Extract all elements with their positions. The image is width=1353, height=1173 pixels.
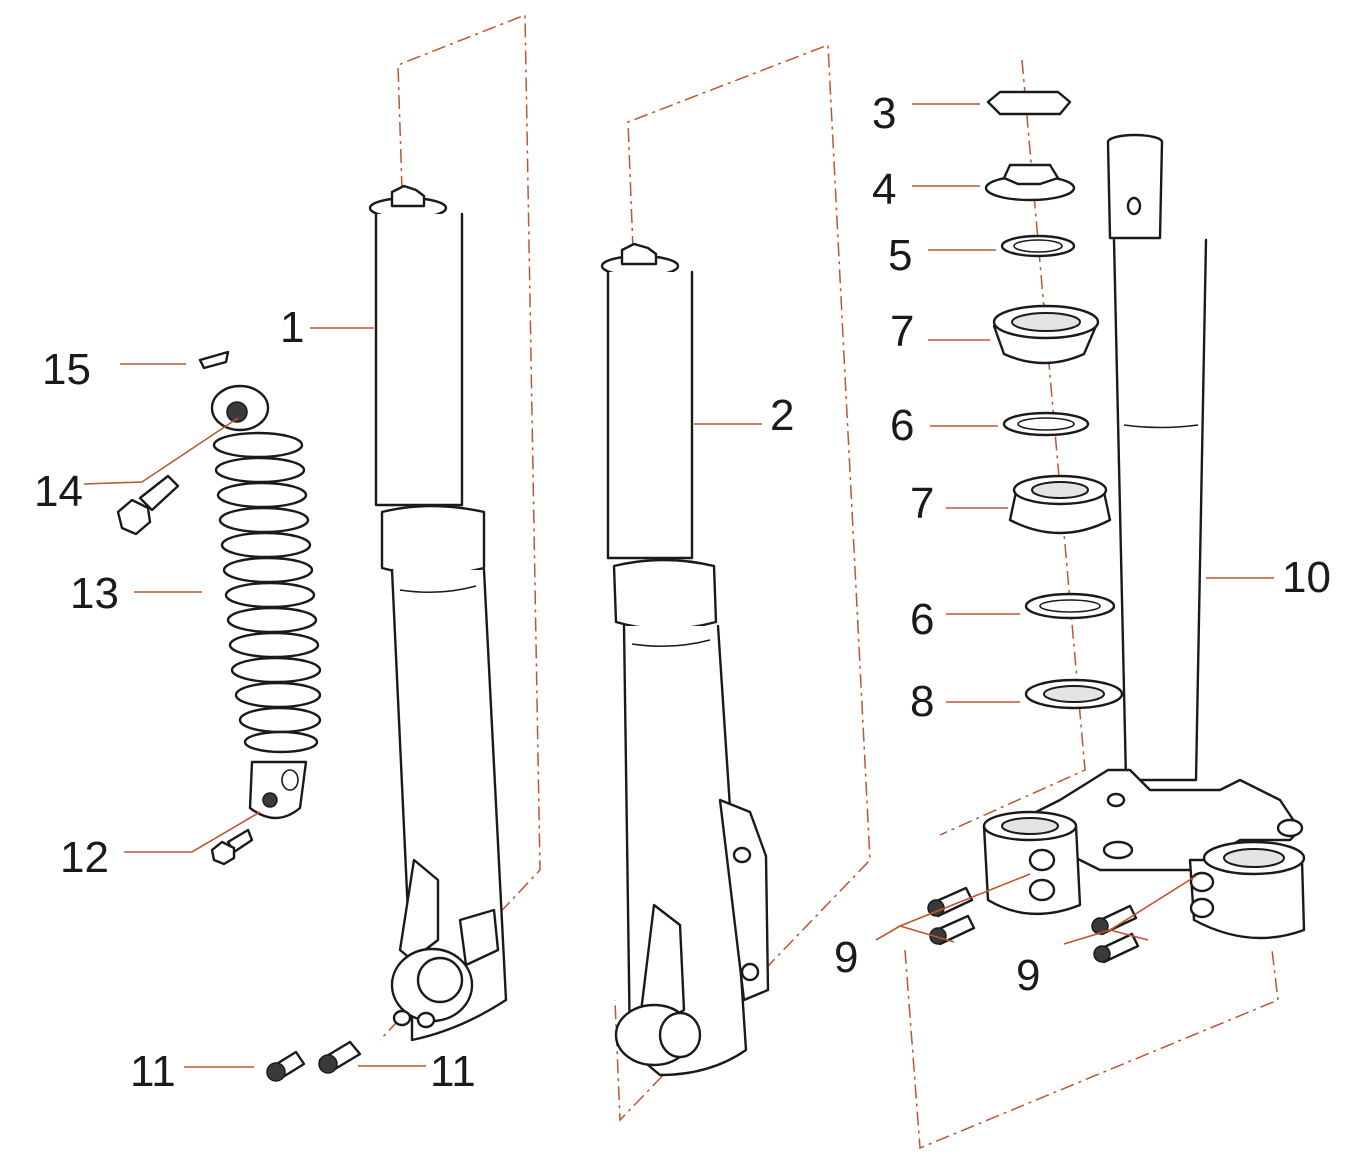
callout-14: 14 [34, 467, 83, 516]
callout-1: 1 [280, 303, 304, 352]
triple-clamp [982, 810, 1306, 940]
shock-spring [212, 431, 322, 754]
callout-2: 2 [770, 391, 794, 440]
pin-15 [198, 350, 230, 370]
callout-6a: 6 [890, 401, 914, 450]
callout-9b: 9 [1016, 951, 1040, 1000]
fork-leg-right [600, 242, 770, 1077]
callout-5: 5 [888, 231, 912, 280]
callout-9a: 9 [834, 933, 858, 982]
bolts-11 [266, 1040, 362, 1082]
steering-stem [998, 133, 1304, 872]
callout-11a: 11 [130, 1047, 176, 1096]
callout-8: 8 [910, 677, 934, 726]
bearing-stack [984, 90, 1124, 710]
leader-lines [83, 103, 1274, 1068]
bolts-9-right [1091, 904, 1140, 964]
callout-10: 10 [1282, 553, 1331, 602]
callout-15: 15 [42, 345, 91, 394]
shock-absorber [210, 384, 322, 820]
bolt-12 [210, 828, 254, 866]
callout-labels: 1 2 3 4 5 7 6 7 6 8 10 9 9 15 14 13 12 1… [34, 89, 1331, 1096]
fork-leg-left [368, 184, 508, 1042]
callout-11b: 11 [430, 1047, 476, 1096]
callout-4: 4 [872, 165, 896, 214]
bolt-14 [116, 474, 180, 536]
callout-6b: 6 [910, 595, 934, 644]
callout-7a: 7 [890, 307, 914, 356]
callout-13: 13 [70, 569, 119, 618]
callout-7b: 7 [910, 479, 934, 528]
callout-3: 3 [872, 89, 896, 138]
callout-12: 12 [60, 833, 109, 882]
